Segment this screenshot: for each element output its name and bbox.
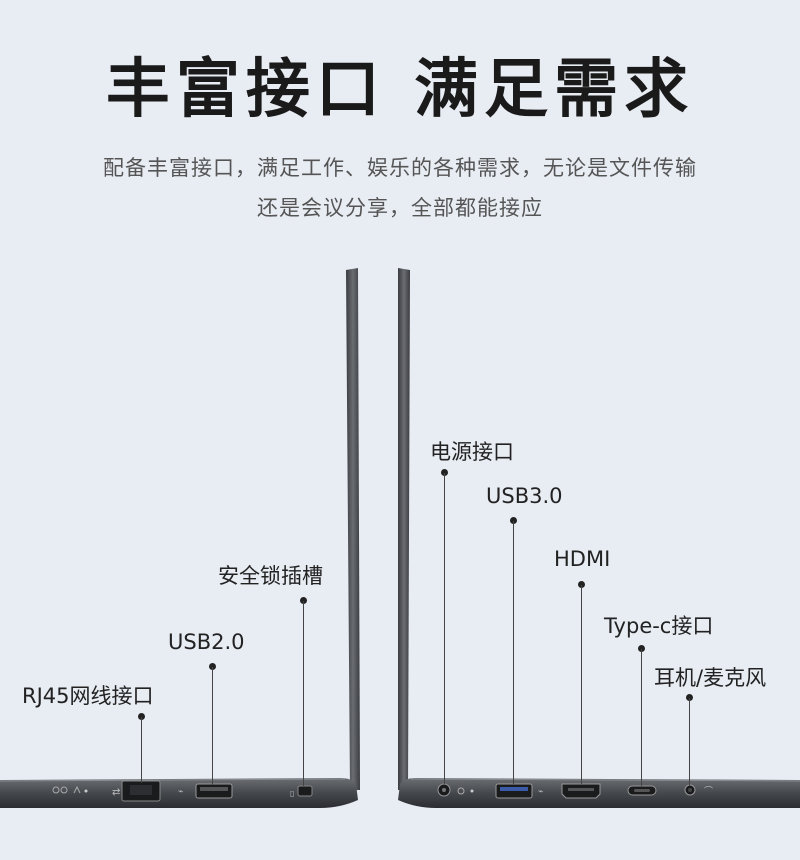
label-usb2: USB2.0 bbox=[168, 630, 245, 654]
callout-dot-rj45 bbox=[138, 713, 145, 720]
callout-line-usb3 bbox=[513, 521, 514, 784]
callout-line-lock bbox=[303, 601, 304, 786]
label-usb3: USB3.0 bbox=[486, 484, 563, 508]
callout-line-audio bbox=[689, 698, 690, 786]
callout-line-type-c bbox=[641, 649, 642, 786]
hdmi-port bbox=[561, 783, 601, 799]
callout-line-usb2 bbox=[212, 667, 213, 785]
callout-dot-usb2 bbox=[209, 663, 216, 670]
audio-jack: ⌒ bbox=[684, 784, 713, 797]
subtitle-line-2: 还是会议分享，全部都能接应 bbox=[257, 196, 543, 220]
label-hdmi: HDMI bbox=[554, 547, 611, 571]
headline: 丰富接口 满足需求 bbox=[105, 53, 695, 127]
lock-slot: ▯ bbox=[290, 785, 313, 798]
label-power: 电源接口 bbox=[430, 440, 514, 464]
label-rj45: RJ45网线接口 bbox=[22, 684, 154, 708]
callout-dot-audio bbox=[686, 694, 693, 701]
callout-line-rj45 bbox=[141, 717, 142, 783]
label-audio: 耳机/麦克风 bbox=[654, 666, 767, 690]
label-type-c: Type-c接口 bbox=[604, 614, 714, 638]
callout-dot-hdmi bbox=[578, 581, 585, 588]
right-laptop: ⌁ ⌒ bbox=[398, 268, 800, 808]
usb2-port: ⌁ bbox=[178, 783, 233, 799]
type-c-port bbox=[627, 785, 657, 796]
svg-text:▯: ▯ bbox=[290, 789, 294, 798]
label-lock-slot: 安全锁插槽 bbox=[218, 564, 323, 588]
callout-line-hdmi bbox=[581, 585, 582, 784]
callout-dot-lock bbox=[300, 597, 307, 604]
callout-dot-usb3 bbox=[510, 517, 517, 524]
svg-text:⌒: ⌒ bbox=[704, 786, 713, 797]
callout-dot-power bbox=[441, 469, 448, 476]
callout-line-power bbox=[444, 473, 445, 784]
svg-text:⌁: ⌁ bbox=[538, 787, 543, 797]
left-laptop: ⇄ ⌁ ▯ bbox=[0, 268, 360, 808]
indicator-icons bbox=[52, 785, 88, 794]
svg-text:⇄: ⇄ bbox=[112, 787, 120, 798]
subtitle-line-1: 配备丰富接口，满足工作、娱乐的各种需求，无论是文件传输 bbox=[103, 156, 697, 180]
callout-dot-type-c bbox=[638, 645, 645, 652]
power-port bbox=[437, 783, 474, 797]
usb3-port: ⌁ bbox=[495, 783, 543, 799]
rj45-port: ⇄ bbox=[112, 780, 161, 802]
svg-text:⌁: ⌁ bbox=[178, 787, 183, 797]
